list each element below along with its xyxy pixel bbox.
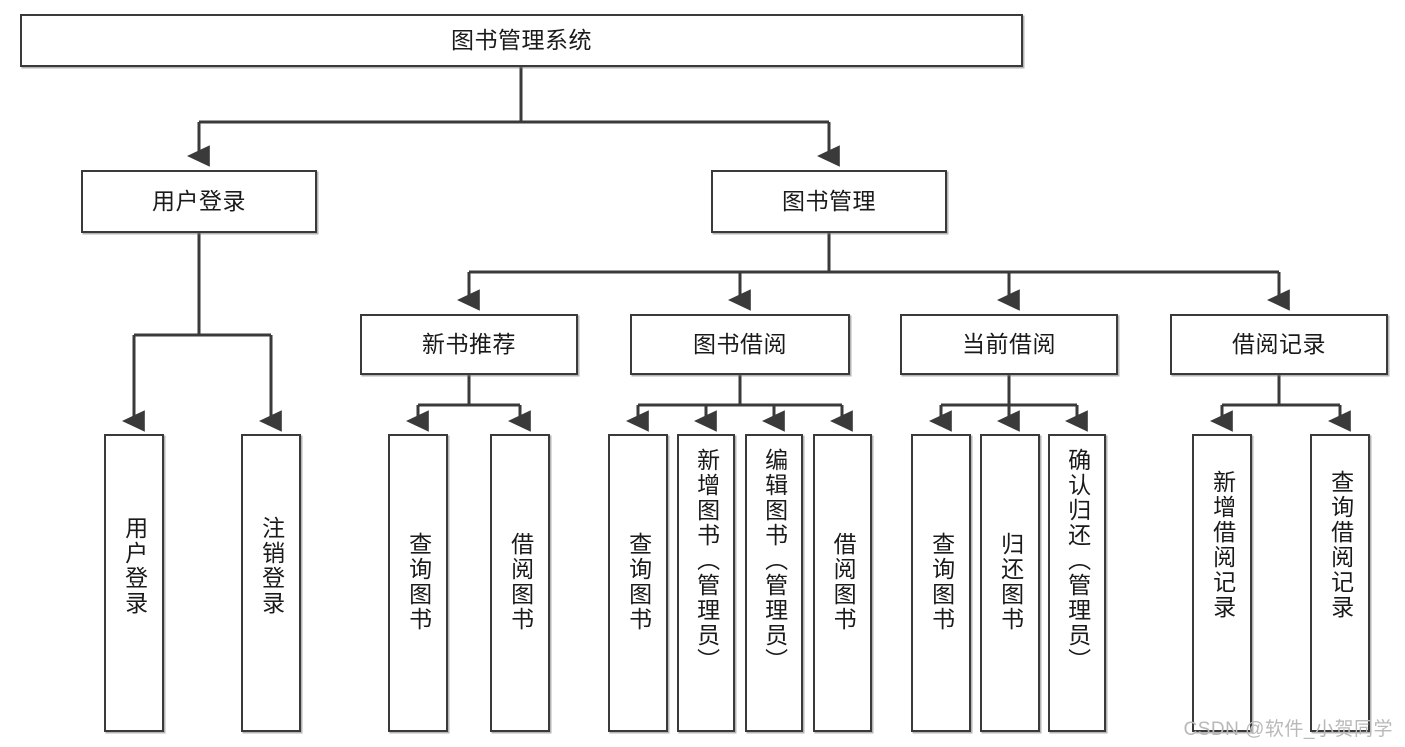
node-label: 查询图书 (625, 532, 652, 632)
node-label: 新增图书（管理员） (693, 448, 720, 673)
node-leaf-confirm-return-admin[interactable]: 确认归还（管理员） (1048, 434, 1106, 732)
node-current-borrow[interactable]: 当前借阅 (900, 314, 1118, 375)
node-label: 查询图书 (405, 532, 432, 632)
node-book-borrow[interactable]: 图书借阅 (630, 314, 850, 375)
node-leaf-query-borrow-record[interactable]: 查询借阅记录 (1310, 434, 1370, 732)
node-leaf-query-book-recommend[interactable]: 查询图书 (388, 434, 448, 732)
node-label: 查询借阅记录 (1327, 470, 1354, 620)
node-label: 图书管理 (782, 187, 876, 214)
node-leaf-return-book[interactable]: 归还图书 (980, 434, 1040, 732)
node-label: 确认归还（管理员） (1064, 448, 1091, 673)
node-root-book-management-system[interactable]: 图书管理系统 (20, 14, 1023, 67)
node-label: 借阅图书 (507, 532, 534, 632)
node-label: 用户登录 (121, 516, 148, 616)
node-label: 注销登录 (258, 516, 285, 616)
node-label: 编辑图书（管理员） (761, 448, 788, 673)
node-user-login[interactable]: 用户登录 (81, 170, 317, 233)
node-borrow-records[interactable]: 借阅记录 (1170, 314, 1388, 375)
node-new-book-recommend[interactable]: 新书推荐 (360, 314, 578, 375)
node-label: 用户登录 (152, 187, 246, 214)
node-label: 新书推荐 (422, 330, 516, 357)
node-label: 当前借阅 (962, 330, 1056, 357)
node-label: 新增借阅记录 (1209, 470, 1236, 620)
node-label: 归还图书 (997, 532, 1024, 632)
node-label: 借阅记录 (1232, 330, 1326, 357)
node-book-management[interactable]: 图书管理 (711, 170, 947, 233)
node-label: 查询图书 (928, 532, 955, 632)
node-leaf-add-borrow-record[interactable]: 新增借阅记录 (1192, 434, 1252, 732)
node-label: 图书借阅 (693, 330, 787, 357)
node-leaf-add-book-admin[interactable]: 新增图书（管理员） (677, 434, 735, 732)
node-leaf-borrow-book-recommend[interactable]: 借阅图书 (490, 434, 550, 732)
node-leaf-query-book-borrow[interactable]: 查询图书 (608, 434, 668, 732)
node-leaf-edit-book-admin[interactable]: 编辑图书（管理员） (745, 434, 803, 732)
watermark-text: CSDN @软件_小贺同学 (1183, 719, 1393, 740)
node-leaf-query-book-current[interactable]: 查询图书 (911, 434, 971, 732)
node-leaf-user-login[interactable]: 用户登录 (104, 434, 164, 732)
node-leaf-borrow-book[interactable]: 借阅图书 (813, 434, 872, 732)
node-label: 借阅图书 (830, 532, 857, 632)
node-label: 图书管理系统 (451, 26, 592, 53)
node-leaf-logout[interactable]: 注销登录 (241, 434, 301, 732)
